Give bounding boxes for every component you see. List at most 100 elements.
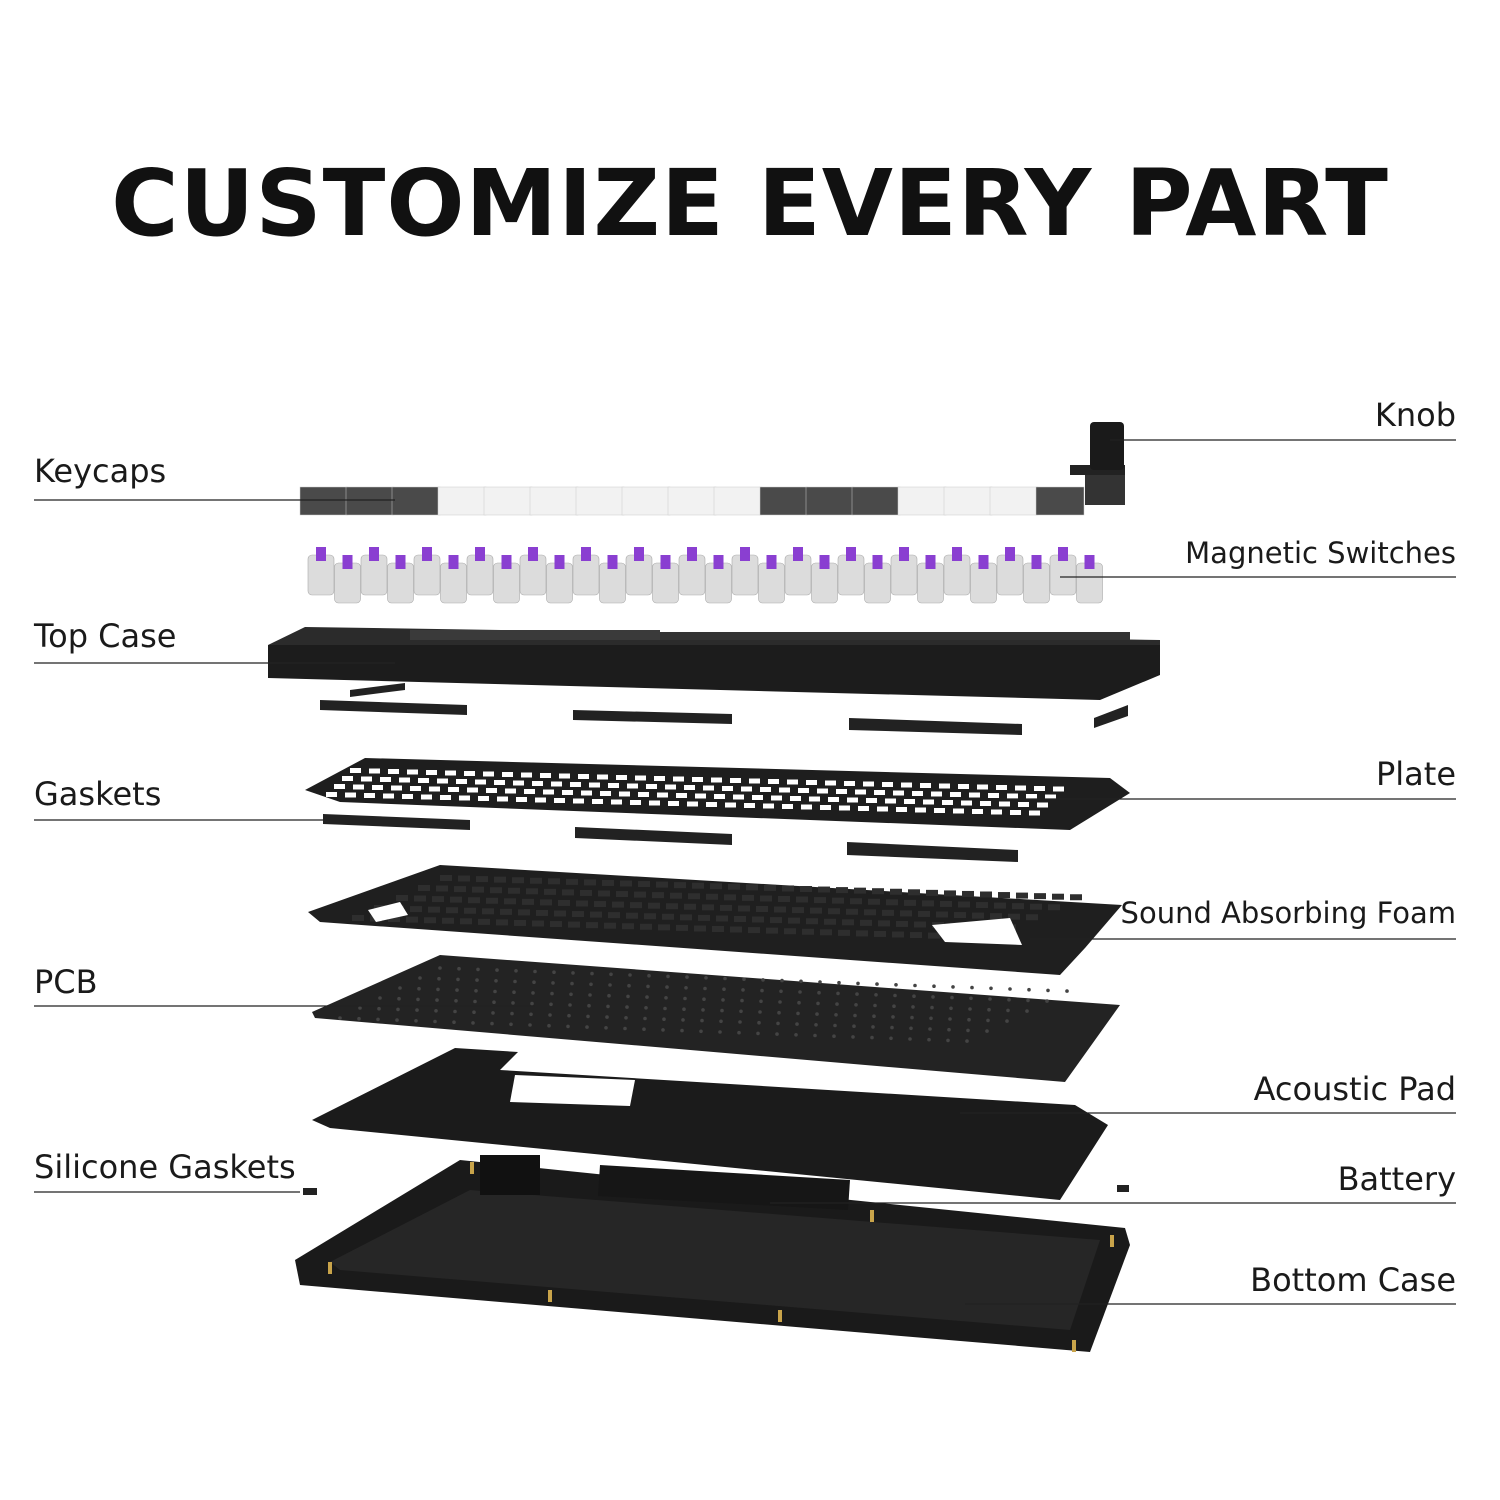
foam-cell xyxy=(702,904,714,911)
pcb-hole xyxy=(643,1016,647,1021)
foam-cell xyxy=(680,914,692,921)
foam-cell xyxy=(464,907,476,914)
foam-cell xyxy=(532,920,544,927)
foam-cell xyxy=(476,876,488,883)
pcb-hole xyxy=(510,1011,514,1016)
switch-stem xyxy=(554,555,565,569)
pcb-hole xyxy=(1045,999,1049,1003)
pcb-hole xyxy=(1046,988,1050,993)
switch-stem xyxy=(1058,547,1068,561)
plate-hole xyxy=(437,778,448,784)
foam-cell xyxy=(406,916,418,923)
pcb-hole xyxy=(455,988,459,992)
keycap xyxy=(989,486,1039,516)
brass-standoff xyxy=(778,1310,782,1322)
keycap xyxy=(1035,486,1085,516)
plate-hole xyxy=(448,787,459,792)
pcb-hole xyxy=(927,1037,931,1042)
keycap xyxy=(299,486,349,516)
pcb-hole xyxy=(951,985,955,989)
pcb-hole xyxy=(586,1014,590,1019)
plate-hole xyxy=(619,791,630,797)
plate-hole xyxy=(730,778,741,783)
foam-cell xyxy=(530,877,542,884)
plate-hole xyxy=(858,806,869,811)
pcb-hole xyxy=(837,980,841,985)
pcb-hole xyxy=(739,1009,743,1014)
plate-hole xyxy=(779,787,790,793)
plate-hole xyxy=(1026,794,1037,799)
plate-hole xyxy=(429,786,440,792)
foam-cell xyxy=(526,888,538,895)
foam-cell xyxy=(576,900,588,907)
plate-hole xyxy=(763,803,774,809)
plate-hole xyxy=(372,785,383,790)
pcb-hole xyxy=(817,990,821,995)
plate-hole xyxy=(554,798,565,803)
pcb-hole xyxy=(590,971,594,976)
foam-cell xyxy=(720,904,732,911)
foam-cell xyxy=(698,914,710,921)
foam-cell xyxy=(748,927,760,934)
label-battery: Battery xyxy=(1337,1160,1456,1198)
foam-cell xyxy=(604,922,616,929)
foam-cell xyxy=(512,877,524,884)
pcb-hole xyxy=(647,973,651,978)
plate-hole xyxy=(391,785,402,791)
pcb-hole xyxy=(434,1009,438,1013)
foam-cell xyxy=(796,896,808,903)
pcb-hole xyxy=(397,996,401,1001)
foam-cell xyxy=(1034,893,1046,900)
foam-cell xyxy=(446,907,458,914)
foam-cell xyxy=(908,889,920,896)
switch-stem xyxy=(687,547,697,561)
switch-stem xyxy=(978,555,989,569)
plate-hole xyxy=(483,771,494,777)
foam-cell xyxy=(994,902,1006,909)
brass-standoff xyxy=(328,1262,332,1274)
pcb-hole xyxy=(628,973,632,977)
foam-cell xyxy=(990,913,1002,920)
foam-cell xyxy=(936,911,948,918)
plate-hole xyxy=(578,774,589,779)
pcb-hole xyxy=(969,996,973,1001)
keycap xyxy=(943,486,993,516)
foam-cell xyxy=(572,911,584,918)
foam-cell xyxy=(878,920,890,927)
foam-cell xyxy=(514,919,526,926)
pcb-hole xyxy=(589,982,593,987)
foam-cell xyxy=(774,906,786,913)
keycap xyxy=(805,486,855,516)
plate-hole xyxy=(502,772,513,777)
plate-hole xyxy=(863,781,874,787)
pcb-hole xyxy=(378,996,382,1000)
plate-hole xyxy=(722,786,733,791)
pcb-hole xyxy=(682,1007,686,1011)
gaskets-lower xyxy=(323,814,1018,862)
pcb-hole xyxy=(928,1027,932,1031)
foam-cell xyxy=(508,887,520,894)
pcb-hole xyxy=(1008,987,1012,991)
plate-hole xyxy=(540,773,551,778)
plate-hole xyxy=(516,797,527,802)
plate-hole xyxy=(866,798,877,803)
pcb-hole xyxy=(874,993,878,997)
pcb-hole xyxy=(530,1001,534,1006)
plate-hole xyxy=(551,781,562,787)
pcb-hole xyxy=(664,996,668,1000)
plate-hole xyxy=(801,804,812,810)
pcb-hole xyxy=(756,1031,760,1036)
foam-cell xyxy=(620,880,632,887)
pcb-hole xyxy=(871,1025,875,1029)
plate-hole xyxy=(684,785,695,790)
foam-cell xyxy=(792,907,804,914)
plate-hole xyxy=(798,788,809,793)
foam-cell xyxy=(352,915,364,921)
pcb-hole xyxy=(852,1024,856,1028)
plate-hole xyxy=(573,798,584,804)
pcb-hole xyxy=(703,986,707,991)
pcb-hole xyxy=(551,981,555,985)
foam-cell xyxy=(1012,903,1024,910)
plate-hole xyxy=(893,790,904,796)
plate-hole xyxy=(703,785,714,791)
